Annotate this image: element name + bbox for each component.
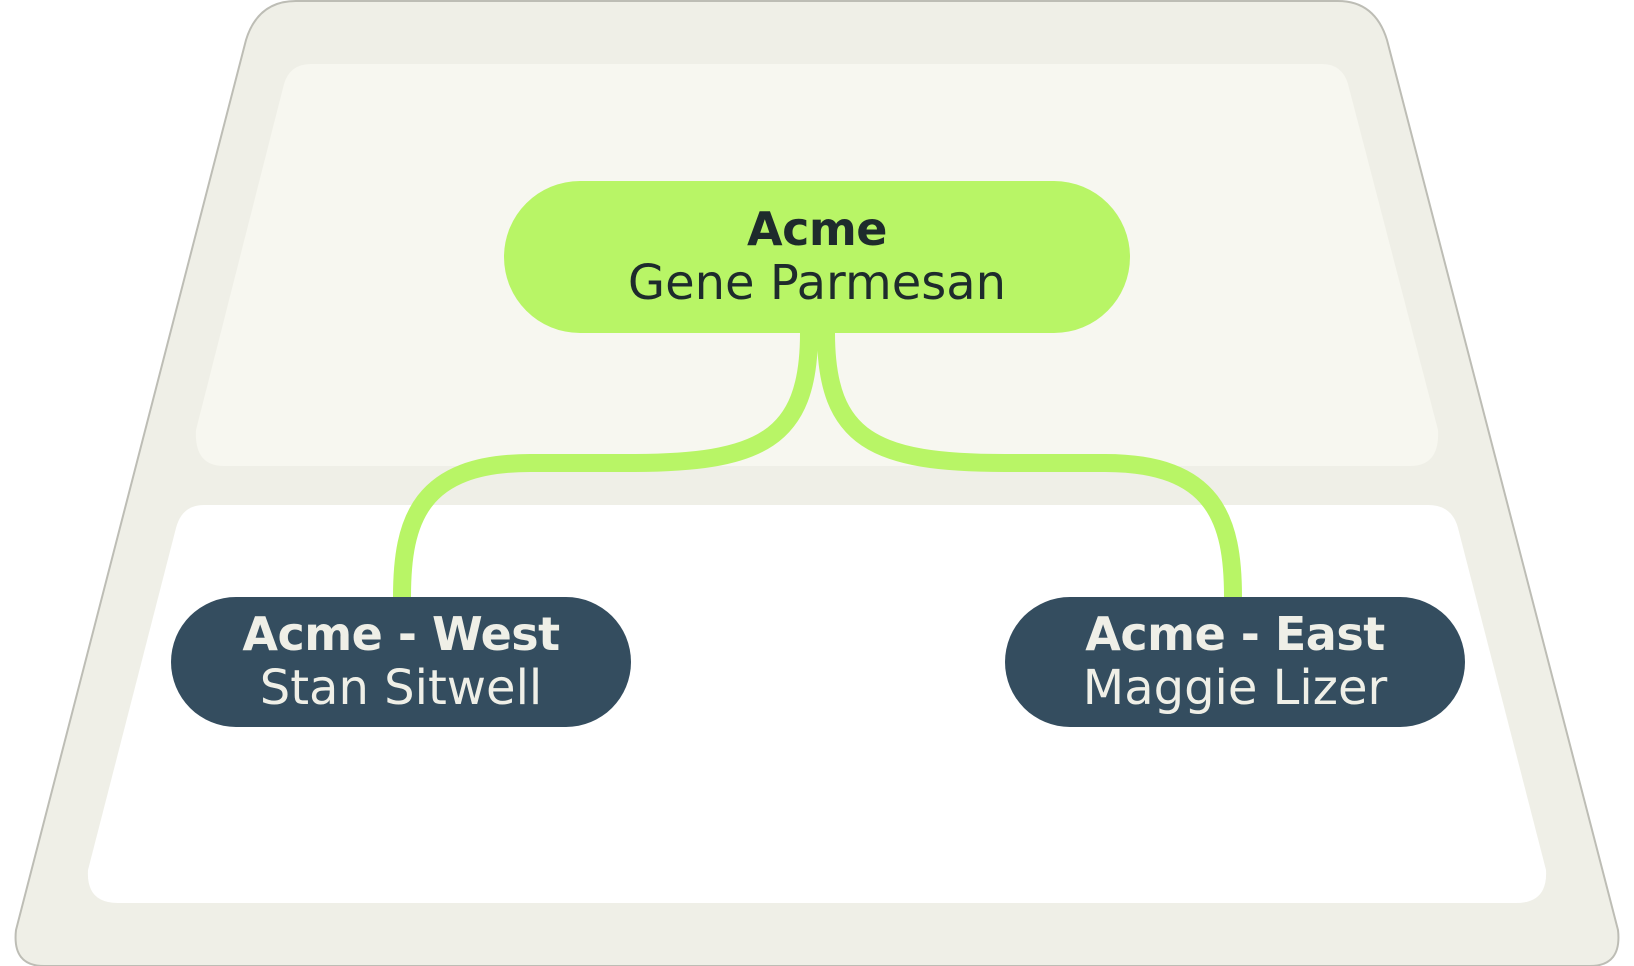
connector-root-to-east xyxy=(817,332,1242,598)
node-person: Gene Parmesan xyxy=(627,254,1007,311)
node-person: Stan Sitwell xyxy=(259,659,543,716)
node-title: Acme xyxy=(747,201,888,256)
node-title: Acme - West xyxy=(242,606,560,661)
node-acme[interactable]: Acme Gene Parmesan xyxy=(504,181,1130,333)
connector-root-to-west xyxy=(393,332,818,598)
node-person: Maggie Lizer xyxy=(1082,659,1388,716)
node-acme-east[interactable]: Acme - East Maggie Lizer xyxy=(1005,597,1465,727)
node-title: Acme - East xyxy=(1085,606,1385,661)
node-acme-west[interactable]: Acme - West Stan Sitwell xyxy=(171,597,631,727)
